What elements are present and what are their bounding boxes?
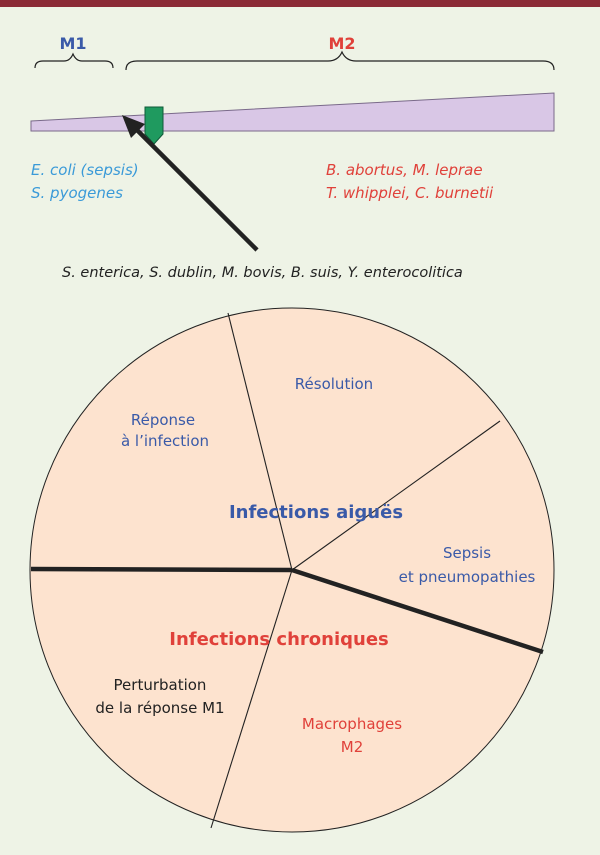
m1-pathogen-line-1: E. coli (sepsis) — [31, 161, 139, 179]
sector-divider — [227, 312, 293, 571]
sector-sepsis-line-1: Sepsis — [443, 544, 491, 562]
sector-divider — [291, 420, 501, 571]
chronic-infections-title: Infections chroniques — [169, 629, 389, 650]
top-bar — [0, 0, 600, 7]
sector-perturbation-line-1: Perturbation — [114, 676, 207, 694]
sector-macrophages-line-2: M2 — [341, 738, 364, 756]
m2-brace — [125, 50, 555, 71]
sector-macrophages-line-1: Macrophages — [302, 715, 402, 733]
polarization-gradient-wedge — [30, 92, 555, 132]
position-marker — [144, 106, 164, 145]
m1-brace — [34, 52, 114, 69]
m2-pathogen-line-1: B. abortus, M. leprae — [326, 161, 483, 179]
m2-label: M2 — [328, 34, 355, 53]
sector-response-line-1: Réponse — [131, 411, 195, 429]
pathogen-arrow — [133, 126, 259, 252]
sector-response-line-2: à l’infection — [121, 432, 209, 450]
acute-infections-title: Infections aiguës — [229, 502, 403, 523]
acute-chronic-divider — [291, 567, 544, 655]
acute-chronic-divider — [30, 566, 293, 573]
sector-sepsis-line-2: et pneumopathies — [399, 568, 536, 586]
pathogen-arrow-head — [122, 115, 145, 138]
m1-label: M1 — [59, 34, 86, 53]
sector-resolution: Résolution — [295, 375, 373, 393]
m1-pathogen-line-2: S. pyogenes — [31, 184, 123, 202]
m2-pathogen-line-2: T. whipplei, C. burnetii — [326, 184, 494, 202]
sector-perturbation-line-2: de la réponse M1 — [95, 699, 224, 717]
sector-divider — [210, 569, 293, 829]
intermediate-pathogens: S. enterica, S. dublin, M. bovis, B. sui… — [62, 265, 463, 281]
